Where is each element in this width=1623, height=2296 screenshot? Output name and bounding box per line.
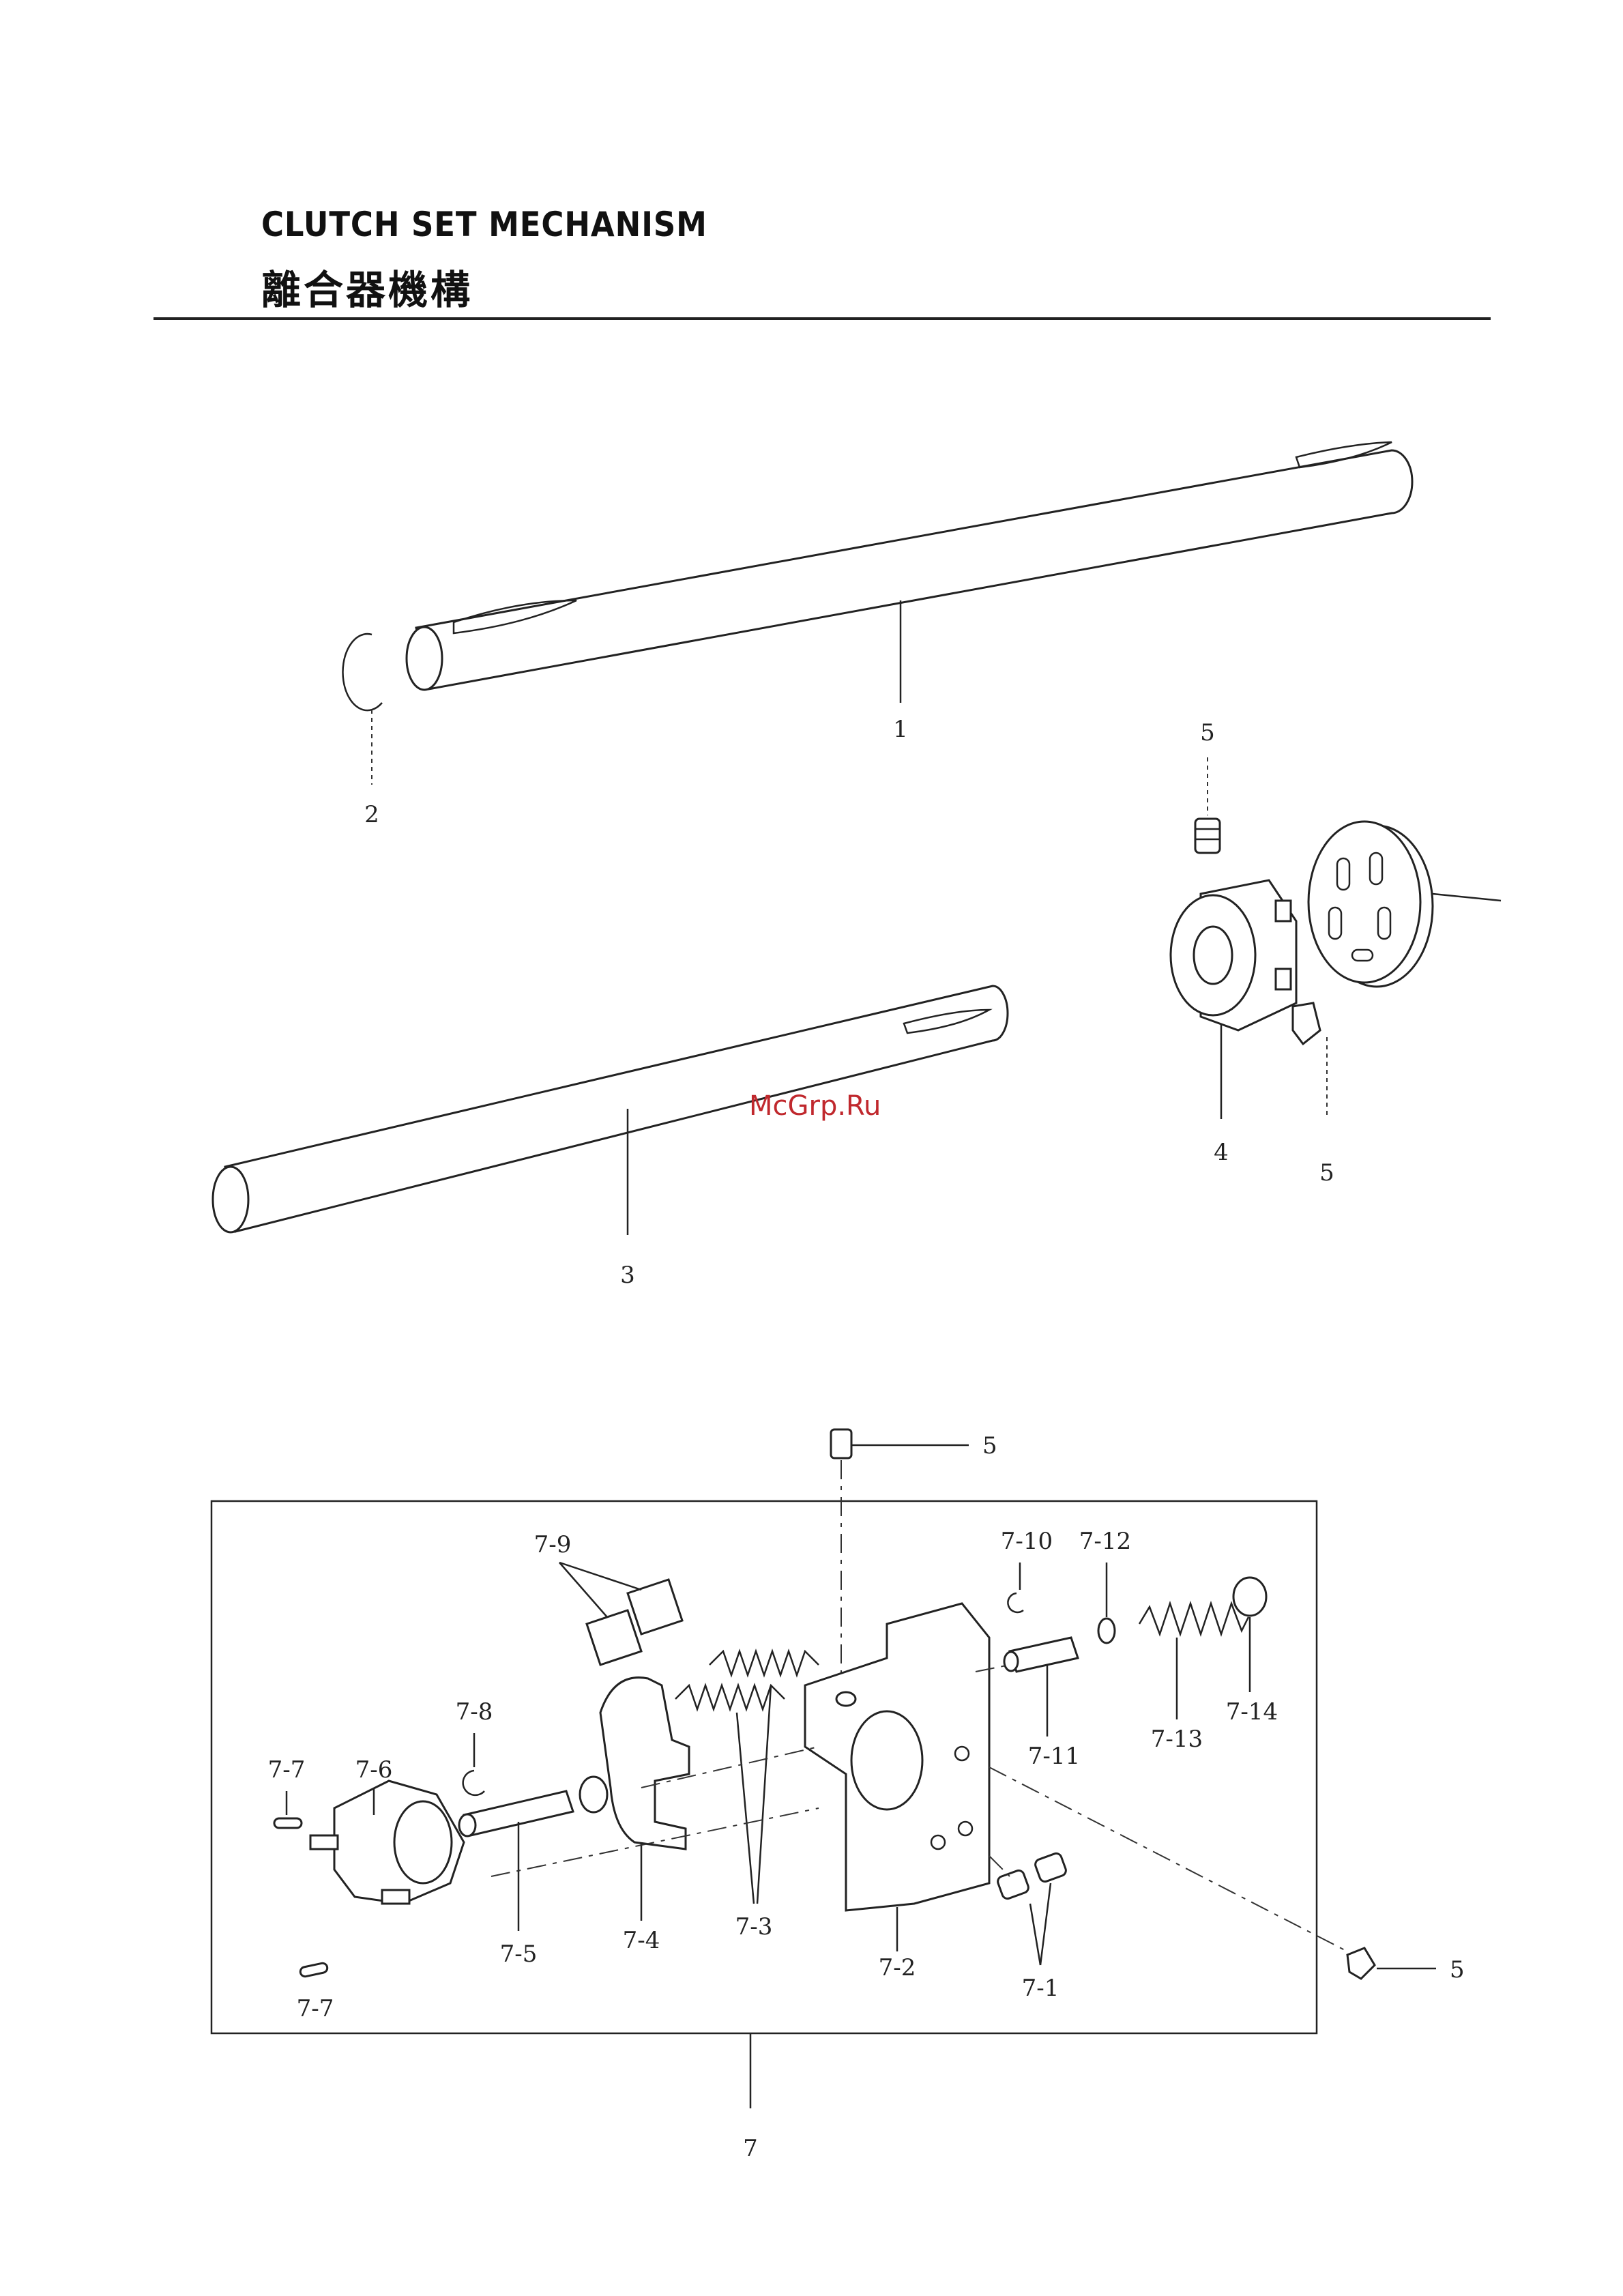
set-screw-point (1293, 1003, 1327, 1119)
callout-7-12: 7-12 (1079, 1528, 1131, 1555)
clutch-block-part-7-2 (805, 1603, 989, 1951)
shift-fork-part-7-4 (580, 1678, 689, 1921)
key-part-7-7-lower (299, 1962, 328, 1977)
callout-2: 2 (364, 801, 379, 828)
callout-7-6: 7-6 (355, 1756, 393, 1784)
clutch-collar-part-4 (1171, 880, 1296, 1119)
callout-5-upper: 5 (1200, 719, 1215, 746)
callout-5-point: 5 (1319, 1159, 1334, 1187)
clutch-dog-part-7-6 (310, 1781, 464, 1904)
callout-7-3: 7-3 (735, 1913, 773, 1941)
callout-1: 1 (893, 716, 908, 743)
upper-shaft-part-1 (407, 442, 1412, 703)
callout-3: 3 (620, 1262, 635, 1289)
retaining-ring-part-2 (343, 634, 382, 785)
callout-7-1: 7-1 (1022, 1975, 1059, 2002)
callout-7-4: 7-4 (623, 1927, 660, 1954)
springs-part-7-3 (675, 1651, 819, 1904)
callout-7-7-upper: 7-7 (268, 1756, 306, 1784)
lower-shaft-part-3 (213, 986, 1008, 1235)
cap-part-7-14 (1233, 1578, 1266, 1692)
callout-7-8: 7-8 (456, 1698, 493, 1726)
e-ring-part-7-10 (1008, 1563, 1023, 1612)
set-screw-upper (1195, 757, 1220, 853)
callout-7-14: 7-14 (1226, 1698, 1278, 1726)
callout-7-9: 7-9 (534, 1531, 572, 1558)
callout-7-13: 7-13 (1151, 1726, 1203, 1753)
screws-part-7-1 (989, 1852, 1068, 1965)
pin-part-7-11 (976, 1638, 1078, 1736)
callout-4: 4 (1214, 1139, 1229, 1166)
washer-part-7-12 (1098, 1563, 1115, 1643)
slotted-disc (1308, 822, 1501, 987)
callout-7-10: 7-10 (1001, 1528, 1053, 1555)
callout-7-5: 7-5 (500, 1941, 538, 1968)
callout-7-11: 7-11 (1028, 1743, 1080, 1770)
e-ring-part-7-8 (463, 1733, 484, 1795)
watermark-text: McGrp.Ru (749, 1090, 881, 1122)
callout-5-top: 5 (982, 1432, 997, 1459)
callout-7: 7 (743, 2135, 758, 2162)
callout-5-right: 5 (1450, 1956, 1465, 1983)
key-part-7-7-upper (274, 1791, 302, 1828)
callout-7-2: 7-2 (879, 1954, 916, 1981)
plungers-part-7-9 (559, 1563, 682, 1665)
callout-7-7-lower: 7-7 (297, 1995, 334, 2022)
